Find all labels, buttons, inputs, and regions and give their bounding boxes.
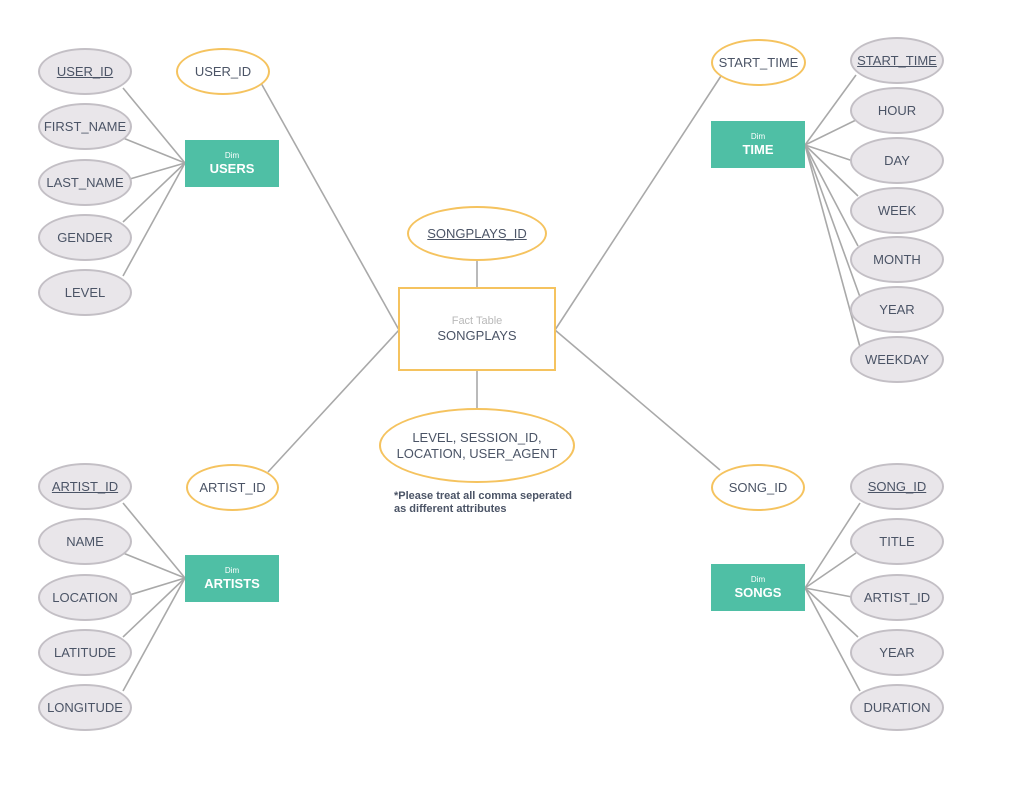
fk-user-id[interactable]: USER_ID (176, 48, 270, 95)
attribute-note: *Please treat all comma seperated as dif… (394, 490, 572, 515)
dim-artists-name: ARTISTS (204, 575, 260, 591)
fk-start-time[interactable]: START_TIME (711, 39, 806, 86)
dim-artists-table[interactable]: Dim ARTISTS (185, 555, 279, 602)
artists-attr-latitude[interactable]: LATITUDE (38, 629, 132, 676)
time-attr-year[interactable]: YEAR (850, 286, 944, 333)
time-attr-weekday[interactable]: WEEKDAY (850, 336, 944, 383)
dim-time-name: TIME (742, 141, 774, 157)
users-attr-level[interactable]: LEVEL (38, 269, 132, 316)
dim-songs-name: SONGS (734, 584, 782, 600)
artists-attr-longitude[interactable]: LONGITUDE (38, 684, 132, 731)
dim-time-table[interactable]: Dim TIME (711, 121, 805, 168)
users-attr-first-name[interactable]: FIRST_NAME (38, 103, 132, 150)
time-attr-month[interactable]: MONTH (850, 236, 944, 283)
fk-song-id[interactable]: SONG_ID (711, 464, 805, 511)
time-pk-start-time[interactable]: START_TIME (850, 37, 944, 84)
songs-attr-year[interactable]: YEAR (850, 629, 944, 676)
dim-artists-tag: Dim (224, 565, 240, 575)
time-attr-week[interactable]: WEEK (850, 187, 944, 234)
fact-name: SONGPLAYS (437, 328, 517, 343)
artists-attr-name[interactable]: NAME (38, 518, 132, 565)
dim-time-tag: Dim (750, 131, 766, 141)
songs-attr-duration[interactable]: DURATION (850, 684, 944, 731)
time-attr-day[interactable]: DAY (850, 137, 944, 184)
users-pk-user-id[interactable]: USER_ID (38, 48, 132, 95)
artists-pk-artist-id[interactable]: ARTIST_ID (38, 463, 132, 510)
artists-attr-location[interactable]: LOCATION (38, 574, 132, 621)
fact-other-attributes[interactable]: LEVEL, SESSION_ID, LOCATION, USER_AGENT (379, 408, 575, 483)
fk-artist-id[interactable]: ARTIST_ID (186, 464, 279, 511)
songs-attr-artist-id[interactable]: ARTIST_ID (850, 574, 944, 621)
songs-pk-song-id[interactable]: SONG_ID (850, 463, 944, 510)
fact-pk-songplays-id[interactable]: SONGPLAYS_ID (407, 206, 547, 261)
dim-songs-tag: Dim (750, 574, 766, 584)
users-attr-last-name[interactable]: LAST_NAME (38, 159, 132, 206)
users-attr-gender[interactable]: GENDER (38, 214, 132, 261)
dim-users-table[interactable]: Dim USERS (185, 140, 279, 187)
dim-users-name: USERS (209, 160, 255, 176)
fact-songplays-table[interactable]: Fact Table SONGPLAYS (398, 287, 556, 371)
fact-tag: Fact Table (451, 315, 503, 327)
dim-users-tag: Dim (224, 150, 240, 160)
songs-attr-title[interactable]: TITLE (850, 518, 944, 565)
time-attr-hour[interactable]: HOUR (850, 87, 944, 134)
dim-songs-table[interactable]: Dim SONGS (711, 564, 805, 611)
